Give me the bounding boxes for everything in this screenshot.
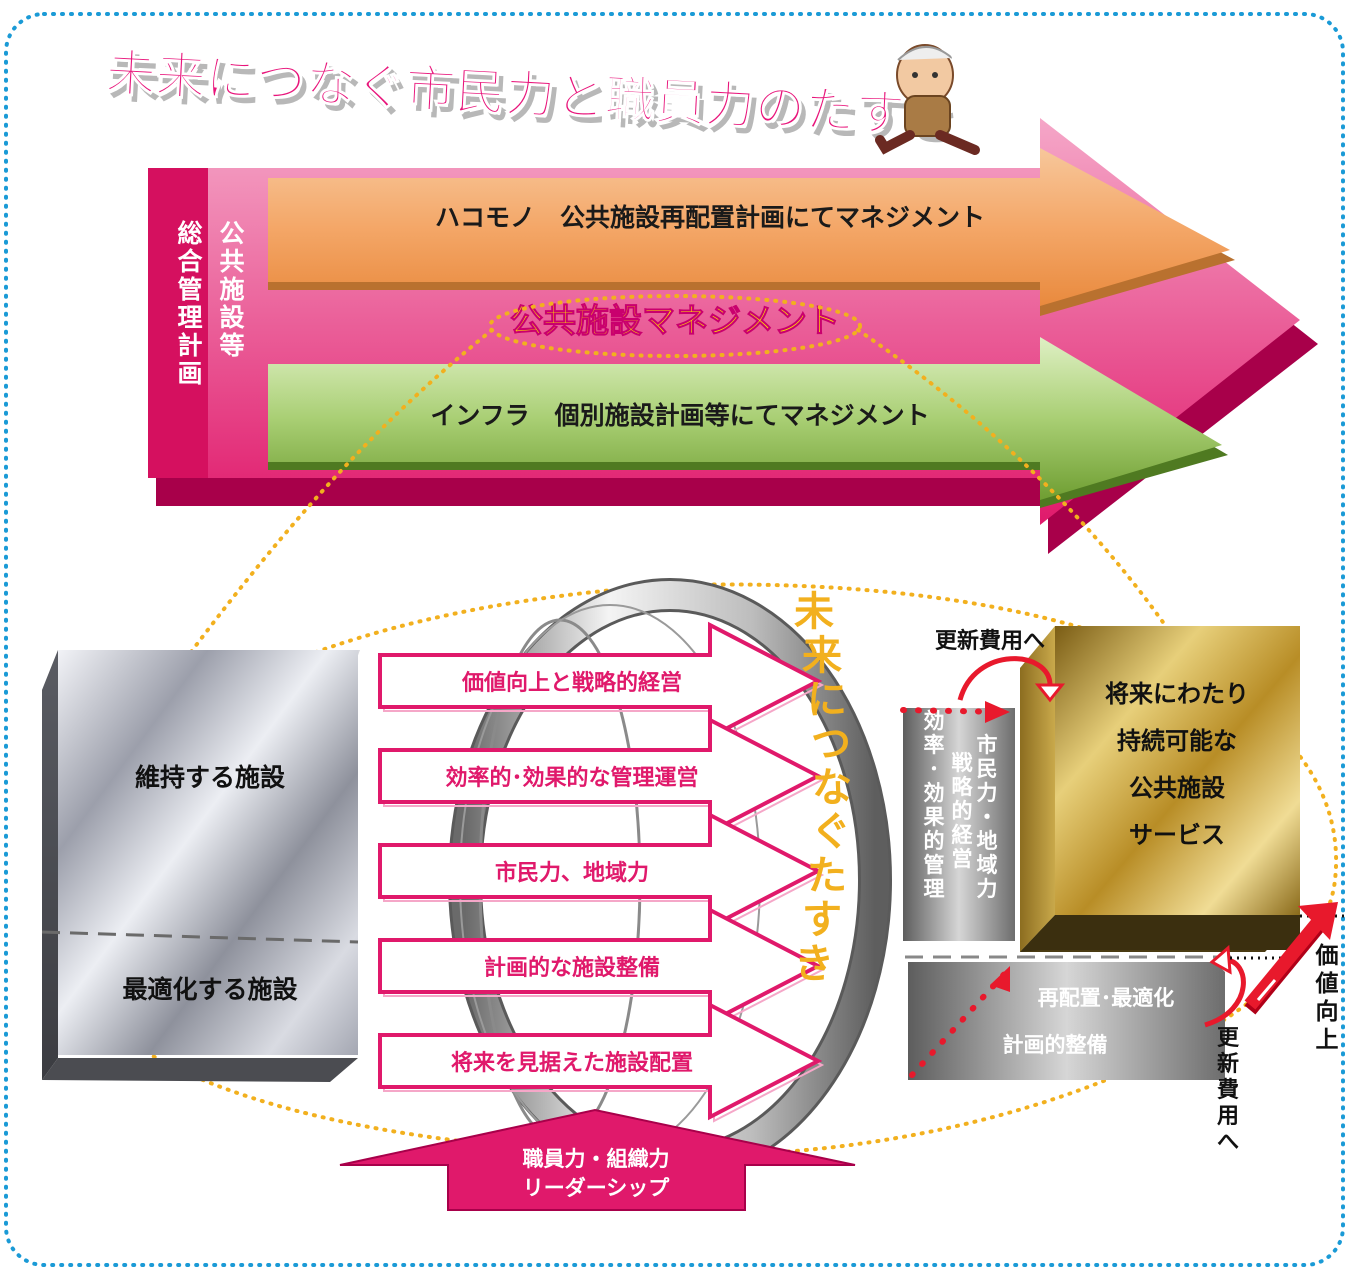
maintain-facilities-label: 維持する施設: [135, 763, 286, 792]
middle-arrow-label-1: 価値向上と戦略的経営: [461, 670, 682, 696]
pillar-col1: 市民力・地域力: [977, 733, 998, 901]
renewal-side-label: 更新費用へ: [1217, 1026, 1240, 1155]
grey-base-block: 再配置･最適化 計画的整備: [905, 955, 1240, 1080]
red-arrow-head-bottom: [990, 966, 1010, 992]
side-label-col2: 総合管理計画: [177, 219, 203, 388]
renewal-curve-top: [957, 656, 1053, 701]
middle-arrow-label-2: 効率的･効果的な管理運営: [445, 765, 698, 791]
left-facility-block: 維持する施設 最適化する施設: [41, 650, 360, 1082]
base-line1: 再配置･最適化: [1038, 986, 1175, 1010]
red-arrow-head-top: [985, 701, 1010, 723]
gold-cube-line-1: 将来にわたり: [1105, 680, 1249, 708]
middle-arrow-label-4: 計画的な施設整備: [484, 955, 660, 981]
middle-arrow-1: [378, 621, 823, 741]
middle-arrow-4: [378, 906, 823, 1026]
middle-arrows: 価値向上と戦略的経営効率的･効果的な管理運営市民力、地域力計画的な施設整備将来を…: [378, 621, 825, 1123]
ring-text: 未来につなぐたすき: [794, 589, 852, 987]
renewal-top-label: 更新費用へ: [935, 628, 1045, 654]
grey-pillar: 市民力・地域力 戦略的経営 効率･効果的管理: [903, 708, 1015, 941]
value-up-arrow: [1230, 902, 1349, 1015]
gold-cube-line-2: 持続可能な: [1117, 727, 1237, 755]
hakomono-label: ハコモノ 公共施設再配置計画にてマネジメント: [435, 203, 985, 232]
middle-arrow-2: [378, 716, 823, 836]
staff-power-line1: 職員力・組織力: [523, 1147, 670, 1171]
middle-arrow-3: [378, 811, 823, 931]
middle-arrow-label-3: 市民力、地域力: [495, 860, 649, 886]
infra-label: インフラ 個別施設計画等にてマネジメント: [430, 401, 929, 430]
pillar-col3: 効率･効果的管理: [924, 709, 945, 901]
middle-arrow-label-5: 将来を見据えた施設配置: [451, 1050, 693, 1076]
value-up-label: 価値向上: [1315, 943, 1339, 1053]
red-dotted-arrows: [900, 707, 1011, 1078]
hakomono-arrow: ハコモノ 公共施設再配置計画にてマネジメント: [268, 148, 1235, 316]
outer-frame: [4, 12, 1345, 1267]
side-label-col1: 公共施設等: [219, 219, 245, 360]
base-line2: 計画的整備: [1003, 1033, 1108, 1057]
renewal-curve-side: [1204, 957, 1246, 1028]
renewal-curve-top-head: [1034, 683, 1066, 703]
runner-mascot-icon: [875, 44, 995, 155]
infra-arrow: インフラ 個別施設計画等にてマネジメント: [268, 337, 1228, 508]
side-label: 公共施設等 総合管理計画: [177, 219, 245, 388]
staff-power-line2: リーダーシップ: [523, 1176, 671, 1200]
staff-power-arrow: 職員力・組織力 リーダーシップ: [339, 1108, 856, 1211]
pillar-col2: 戦略的経営: [952, 751, 974, 871]
center-label: 公共施設マネジメント: [510, 301, 840, 340]
middle-arrow-5: [378, 1001, 823, 1121]
optimize-facilities-label: 最適化する施設: [122, 975, 298, 1004]
renewal-curve-side-head: [1209, 944, 1232, 975]
headline: 未来につなぐ市民力と職員力のたすき: [104, 44, 956, 146]
gold-cube-line-3: 公共施設: [1129, 774, 1226, 802]
gold-cube-line-4: サービス: [1129, 821, 1225, 849]
